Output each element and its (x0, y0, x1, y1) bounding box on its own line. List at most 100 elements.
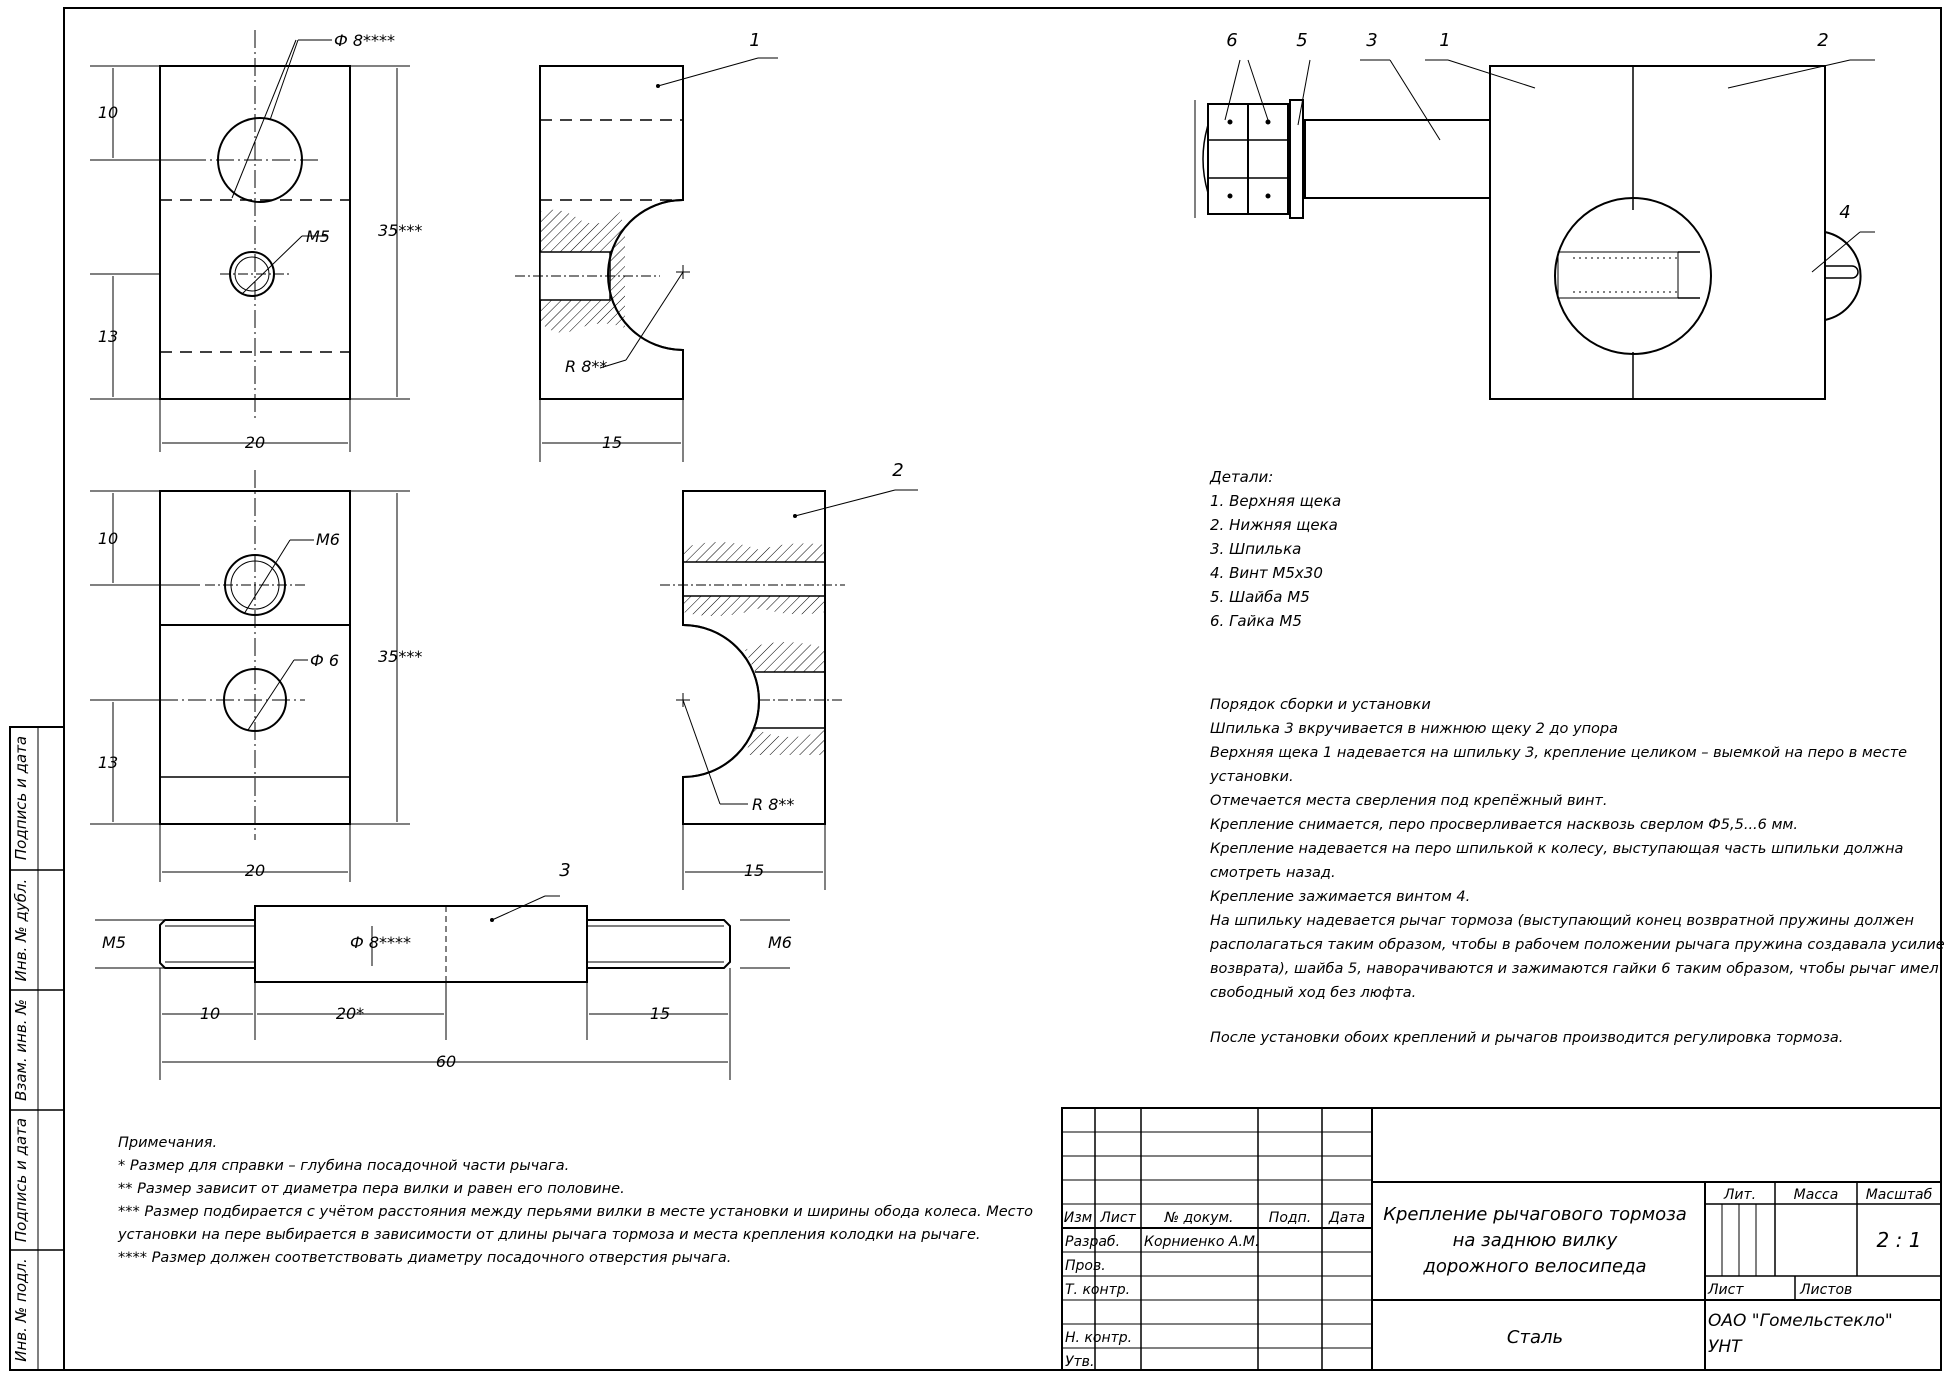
dim-lower-10: 10 (98, 529, 118, 548)
stamp-label-1: Подпись и дата (12, 736, 30, 860)
tb-col-izm: Изм (1064, 1210, 1093, 1226)
tb-scale: 2 : 1 (1877, 1228, 1922, 1252)
assembly-line: Крепление зажимается винтом 4. (1210, 889, 1471, 905)
leader-dot (656, 84, 660, 88)
dim-stud-10: 10 (200, 1004, 220, 1023)
title-block (1061, 1107, 1942, 1371)
note-line: **** Размер должен соответствовать диаме… (118, 1250, 732, 1266)
dim-stud-15: 15 (650, 1004, 670, 1023)
tb-row-utv: Утв. (1065, 1354, 1094, 1370)
dim-upper-15: 15 (602, 433, 622, 452)
side-stamp: Подпись и дата Инв. № дубл. Взам. инв. №… (9, 726, 65, 1371)
tb-col-date: Дата (1328, 1210, 1365, 1226)
dim-lower-15: 15 (744, 861, 764, 880)
dim-lower-35: 35*** (378, 647, 422, 666)
stamp-label-5: Инв. № подл. (12, 1258, 30, 1361)
assembly-callout-5: 5 (1296, 30, 1307, 51)
lower-cheek-side-view (660, 489, 918, 890)
parts-title: Детали: (1210, 468, 1274, 486)
notes: Примечания. * Размер для справки – глуби… (118, 1132, 1033, 1270)
tb-org-line-1: ОАО "Гомельстекло" (1708, 1311, 1893, 1331)
dim-upper-20: 20 (245, 433, 265, 452)
leader-dot (490, 918, 494, 922)
tb-lit-label: Лит. (1723, 1187, 1756, 1203)
callout-part-1-detail: 1 (749, 30, 760, 51)
assembly-line: располагаться таким образом, чтобы в раб… (1210, 937, 1945, 953)
assembly-final: После установки обоих креплений и рычаго… (1210, 1030, 1844, 1046)
note-line: *** Размер подбирается с учётом расстоян… (118, 1204, 1033, 1220)
tb-col-doc: № докум. (1163, 1210, 1233, 1226)
note-line: * Размер для справки – глубина посадочно… (118, 1158, 570, 1174)
dim-upper-10: 10 (98, 103, 118, 122)
tb-author: Корниенко А.М. (1144, 1234, 1259, 1250)
callout-part-2-detail: 2 (892, 460, 903, 481)
dim-stud-20: 20* (336, 1004, 364, 1023)
tb-title-line-2: на заднюю вилку (1453, 1230, 1618, 1251)
leader-dot (793, 514, 797, 518)
tb-row-prov: Пров. (1065, 1258, 1106, 1274)
assembly-view (1194, 59, 1875, 400)
dim-lower-13: 13 (98, 753, 118, 772)
assembly-title: Порядок сборки и установки (1210, 697, 1431, 713)
callout-lower-m6: М6 (316, 530, 340, 549)
tb-col-sign: Подп. (1269, 1210, 1311, 1226)
assembly-line: Крепление снимается, перо просверливаетс… (1210, 817, 1798, 833)
tb-org-line-2: УНТ (1708, 1337, 1743, 1357)
tb-title-line-1: Крепление рычагового тормоза (1383, 1204, 1687, 1225)
tb-title-line-3: дорожного велосипеда (1422, 1256, 1646, 1277)
sheet-frame (63, 7, 1942, 1371)
tb-scale-label: Масштаб (1866, 1187, 1933, 1203)
part-item: 5. Шайба М5 (1210, 588, 1310, 606)
tb-sheets-label: Листов (1799, 1282, 1852, 1298)
stud-view (95, 895, 790, 1080)
dim-upper-35: 35*** (378, 221, 422, 240)
assembly-callout-6: 6 (1226, 30, 1237, 51)
stamp-label-3: Взам. инв. № (12, 999, 30, 1101)
callout-lower-phi: Ф 6 (310, 651, 339, 670)
notes-title: Примечания. (118, 1135, 218, 1151)
part-item: 2. Нижняя щека (1210, 516, 1338, 534)
assembly-line: Верхняя щека 1 надевается на шпильку 3, … (1210, 745, 1908, 761)
assembly-line: установки. (1210, 769, 1294, 785)
assembly-line: свободный ход без люфта. (1210, 985, 1417, 1001)
callout-upper-phi: Ф 8**** (334, 31, 395, 50)
part-item: 6. Гайка М5 (1210, 612, 1302, 630)
note-line: ** Размер зависит от диаметра пера вилки… (118, 1181, 625, 1197)
upper-cheek-front-view (90, 30, 410, 452)
tb-material: Сталь (1507, 1327, 1563, 1348)
assembly-line: смотреть назад. (1210, 865, 1336, 881)
stamp-label-4: Подпись и дата (12, 1118, 30, 1242)
stud-m6: М6 (768, 933, 792, 952)
assembly-callout-2: 2 (1817, 30, 1828, 51)
dim-lower-20: 20 (245, 861, 265, 880)
assembly-line: Шпилька 3 вкручивается в нижнюю щеку 2 д… (1210, 721, 1619, 737)
tb-row-razrab: Разраб. (1065, 1234, 1120, 1250)
tb-sheet-label: Лист (1707, 1282, 1744, 1298)
stud-m5: М5 (102, 933, 126, 952)
stud-phi: Ф 8**** (350, 933, 411, 952)
tb-col-list: Лист (1099, 1210, 1136, 1226)
assembly-line: Отмечается места сверления под крепёжный… (1210, 793, 1608, 809)
part-item: 3. Шпилька (1210, 540, 1302, 558)
lower-cheek-front-view (90, 470, 410, 882)
assembly-line: возврата), шайба 5, наворачиваются и заж… (1210, 961, 1939, 977)
upper-cheek-side-view (515, 57, 778, 462)
assembly-line: На шпильку надевается рычаг тормоза (выс… (1210, 913, 1914, 929)
tb-row-nkontr: Н. контр. (1065, 1330, 1132, 1346)
tb-row-tkontr: Т. контр. (1065, 1282, 1130, 1298)
assembly-callout-1: 1 (1439, 30, 1450, 51)
assembly-callout-3: 3 (1366, 30, 1377, 51)
tb-mass-label: Масса (1794, 1187, 1839, 1203)
callout-upper-m5: М5 (306, 227, 330, 246)
dim-upper-13: 13 (98, 327, 118, 346)
stamp-label-2: Инв. № дубл. (12, 879, 30, 982)
callout-part-3-detail: 3 (559, 860, 570, 881)
assembly-line: Крепление надевается на перо шпилькой к … (1210, 841, 1904, 857)
part-item: 4. Винт М5х30 (1210, 564, 1323, 582)
dim-stud-60: 60 (436, 1052, 456, 1071)
callout-lower-radius: R 8** (752, 795, 794, 814)
parts-list: Детали: 1. Верхняя щека 2. Нижняя щека 3… (1210, 465, 1341, 633)
assembly-callout-4: 4 (1839, 202, 1850, 223)
part-item: 1. Верхняя щека (1210, 492, 1342, 510)
